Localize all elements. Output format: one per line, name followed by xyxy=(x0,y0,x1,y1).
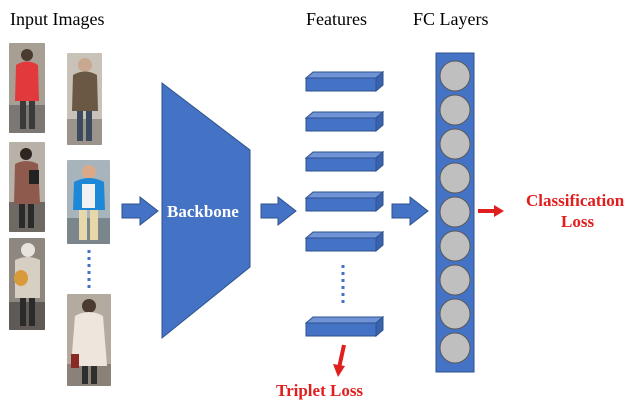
classification-loss-label-line1: Classification xyxy=(526,191,625,210)
person-image-1 xyxy=(9,43,45,133)
feature-bar-5 xyxy=(304,230,385,253)
person-image-5 xyxy=(67,160,110,244)
title-input-images: Input Images xyxy=(10,9,105,29)
fc-neurons xyxy=(439,60,471,364)
fc-neuron xyxy=(439,332,471,364)
fc-neuron xyxy=(439,264,471,296)
title-fc-layers: FC Layers xyxy=(413,9,489,29)
arrow-backbone-to-features xyxy=(260,195,297,227)
fc-neuron xyxy=(439,196,471,228)
classification-loss-label-line2: Loss xyxy=(561,212,595,231)
fc-neuron xyxy=(439,298,471,330)
backbone-block xyxy=(161,81,251,340)
feature-bar-3 xyxy=(304,150,385,173)
person-image-3 xyxy=(9,238,45,330)
person-image-4 xyxy=(67,53,102,145)
arrow-to-triplet-loss xyxy=(333,344,346,377)
fc-neuron xyxy=(439,60,471,92)
person-image-2 xyxy=(9,142,45,232)
triplet-loss-label: Triplet Loss xyxy=(276,381,364,400)
arrow-images-to-backbone xyxy=(121,195,159,227)
fc-neuron xyxy=(439,94,471,126)
feature-bar-1 xyxy=(304,70,385,93)
feature-bar-4 xyxy=(304,190,385,213)
fc-neuron xyxy=(439,230,471,262)
fc-neuron xyxy=(439,128,471,160)
arrow-to-classification-loss xyxy=(478,205,504,217)
arrow-features-to-fc xyxy=(391,195,429,227)
person-image-6 xyxy=(67,294,111,386)
fc-neuron xyxy=(439,162,471,194)
backbone-label: Backbone xyxy=(167,202,239,221)
feature-bar-2 xyxy=(304,110,385,133)
title-features: Features xyxy=(306,9,367,29)
feature-bar-6 xyxy=(304,315,385,338)
